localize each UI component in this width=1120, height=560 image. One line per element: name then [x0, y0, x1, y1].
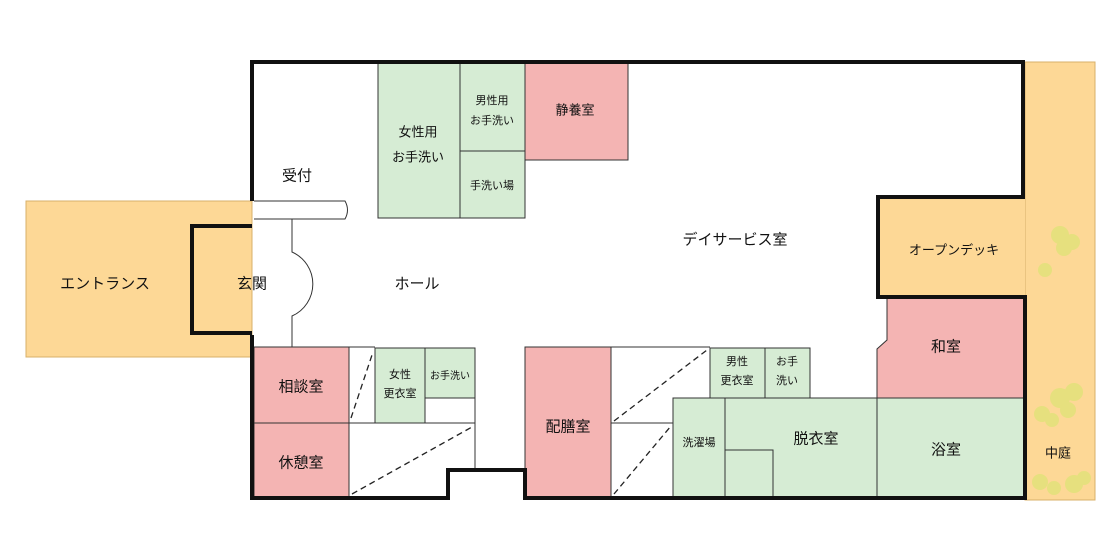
label-bathroom: 浴室 [931, 441, 961, 459]
label-mens-changing-1: 男性 [726, 354, 748, 368]
open-deck-area [878, 197, 1025, 297]
courtyard-shrubs [1032, 226, 1091, 495]
partitions [254, 200, 710, 470]
label-handwash: 手洗い場 [470, 178, 514, 192]
consultation-room [253, 346, 350, 424]
label-genkan: 玄関 [237, 275, 267, 293]
small-toilet [424, 347, 476, 399]
courtyard-area [1024, 61, 1096, 501]
label-womens-changing-1: 女性 [389, 367, 411, 381]
label-japanese-room: 和室 [931, 338, 961, 356]
label-open-deck: オープンデッキ [909, 243, 999, 259]
reception-counter [254, 200, 348, 220]
label-laundry: 洗濯場 [683, 436, 716, 449]
shrub [1065, 383, 1083, 401]
genkan-door [291, 219, 314, 347]
shrub [1060, 402, 1076, 418]
wall-genkan [190, 224, 252, 335]
label-toilet-right-1: お手 [776, 354, 798, 368]
label-mens-changing-2: 更衣室 [721, 373, 754, 387]
label-mens-toilet-2: お手洗い [470, 113, 514, 127]
label-rest-room: 休憩室 [278, 454, 323, 472]
label-womens-changing-2: 更衣室 [384, 386, 417, 400]
stairs [350, 349, 708, 495]
label-courtyard: 中庭 [1045, 446, 1071, 462]
shrub [1038, 263, 1052, 277]
shrub [1047, 481, 1061, 495]
label-consultation: 相談室 [278, 378, 323, 396]
label-dressing-room: 脱衣室 [793, 430, 838, 448]
stair-line [613, 425, 672, 495]
laundry-room [672, 397, 726, 499]
stair-line [350, 351, 374, 419]
rest-room [253, 422, 350, 499]
quiet-room [524, 62, 629, 161]
wall-top [250, 60, 1027, 500]
outer-walls [190, 60, 1027, 500]
shrub [1032, 474, 1048, 490]
label-entrance: エントランス [60, 275, 150, 293]
label-serving-room: 配膳室 [545, 418, 590, 436]
bathroom [876, 397, 1026, 499]
dressing-inner-room [724, 449, 774, 499]
shrub [1045, 413, 1059, 427]
stair-line [351, 426, 473, 495]
label-womens-toilet-1: 女性用 [398, 125, 437, 141]
label-reception: 受付 [282, 167, 312, 185]
womens-changing-room [374, 347, 426, 424]
shrub [1077, 471, 1091, 485]
shrub [1056, 240, 1072, 256]
labels: エントランス 玄関 受付 ホール デイサービス室 オープンデッキ 中庭 女性用 … [60, 93, 1071, 472]
label-hall: ホール [394, 275, 439, 293]
label-quiet-room: 静養室 [555, 103, 594, 119]
label-mens-toilet-1: 男性用 [476, 93, 509, 107]
label-womens-toilet-2: お手洗い [392, 151, 444, 166]
mens-toilet [459, 62, 526, 152]
label-day-service: デイサービス室 [682, 231, 787, 249]
label-small-toilet: お手洗い [430, 369, 470, 382]
womens-toilet [377, 62, 461, 219]
handwash-area [459, 150, 526, 219]
label-toilet-right-2: 洗い [776, 374, 798, 387]
mens-changing-room [709, 347, 766, 399]
